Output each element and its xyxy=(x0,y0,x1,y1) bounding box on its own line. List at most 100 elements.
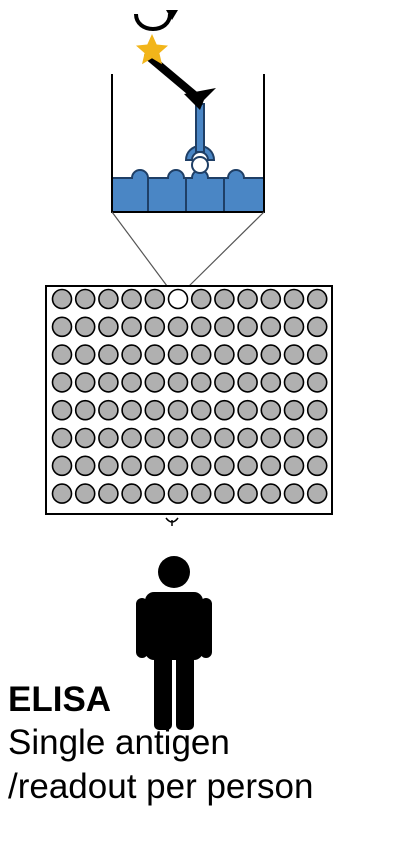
well xyxy=(283,399,305,421)
well xyxy=(74,372,96,393)
well xyxy=(74,455,96,477)
well xyxy=(98,427,119,449)
well xyxy=(121,316,142,338)
well xyxy=(98,288,119,310)
well xyxy=(237,399,258,421)
person-icon xyxy=(136,556,212,730)
well xyxy=(306,288,328,310)
well xyxy=(260,427,282,449)
plate xyxy=(45,285,333,515)
well xyxy=(51,483,73,504)
well xyxy=(237,316,258,338)
well xyxy=(98,483,119,504)
well xyxy=(144,483,166,504)
well xyxy=(144,427,166,449)
well xyxy=(121,288,142,310)
well xyxy=(260,344,282,365)
well xyxy=(51,344,73,365)
well xyxy=(306,455,328,477)
well xyxy=(260,316,282,338)
secondary-antibody xyxy=(144,52,216,110)
well xyxy=(144,316,166,338)
well xyxy=(306,427,328,449)
well xyxy=(190,344,212,365)
well xyxy=(283,455,305,477)
well xyxy=(144,455,166,477)
well xyxy=(190,427,212,449)
well xyxy=(260,483,282,504)
well xyxy=(237,288,258,310)
well xyxy=(51,399,73,421)
well xyxy=(237,455,258,477)
well xyxy=(98,316,119,338)
antibody-icon xyxy=(165,517,179,526)
well xyxy=(237,372,258,393)
well xyxy=(74,344,96,365)
well xyxy=(190,399,212,421)
well xyxy=(283,316,305,338)
well xyxy=(214,316,235,338)
antigen-layer xyxy=(111,169,265,213)
caption-line-2: /readout per person xyxy=(8,767,314,806)
well xyxy=(237,427,258,449)
well xyxy=(237,483,258,504)
well xyxy=(51,455,73,477)
well xyxy=(306,372,328,393)
well xyxy=(167,455,189,477)
well xyxy=(260,399,282,421)
well xyxy=(98,399,119,421)
well xyxy=(167,483,189,504)
well xyxy=(121,372,142,393)
well xyxy=(51,427,73,449)
well xyxy=(144,372,166,393)
well xyxy=(167,427,189,449)
well xyxy=(167,344,189,365)
well xyxy=(237,344,258,365)
bound-antibody xyxy=(184,103,216,174)
well xyxy=(306,316,328,338)
well-highlighted xyxy=(167,288,189,310)
well xyxy=(306,483,328,504)
well xyxy=(74,427,96,449)
well xyxy=(98,455,119,477)
caption: ELISA Single antigen /readout per person xyxy=(8,682,313,809)
well xyxy=(98,372,119,393)
well xyxy=(214,483,235,504)
well xyxy=(51,316,73,338)
well xyxy=(51,288,73,310)
well xyxy=(306,344,328,365)
well-detail xyxy=(111,10,265,291)
well xyxy=(283,288,305,310)
caption-line-1: Single antigen xyxy=(8,723,230,762)
well xyxy=(51,372,73,393)
well xyxy=(190,455,212,477)
caption-title: ELISA xyxy=(8,680,112,719)
well xyxy=(121,455,142,477)
well xyxy=(144,288,166,310)
rotate-arrow-icon xyxy=(134,10,178,31)
well xyxy=(283,372,305,393)
well xyxy=(121,344,142,365)
well xyxy=(121,427,142,449)
well xyxy=(121,483,142,504)
star-icon xyxy=(136,34,168,65)
well xyxy=(283,427,305,449)
well xyxy=(190,316,212,338)
well xyxy=(190,288,212,310)
well-walls xyxy=(111,74,265,213)
well xyxy=(214,372,235,393)
well xyxy=(214,399,235,421)
well xyxy=(214,427,235,449)
well xyxy=(306,399,328,421)
well xyxy=(190,483,212,504)
well xyxy=(283,483,305,504)
well xyxy=(74,316,96,338)
well xyxy=(74,288,96,310)
well xyxy=(214,344,235,365)
well xyxy=(190,372,212,393)
well xyxy=(121,399,142,421)
well xyxy=(144,344,166,365)
well xyxy=(167,399,189,421)
well xyxy=(260,455,282,477)
